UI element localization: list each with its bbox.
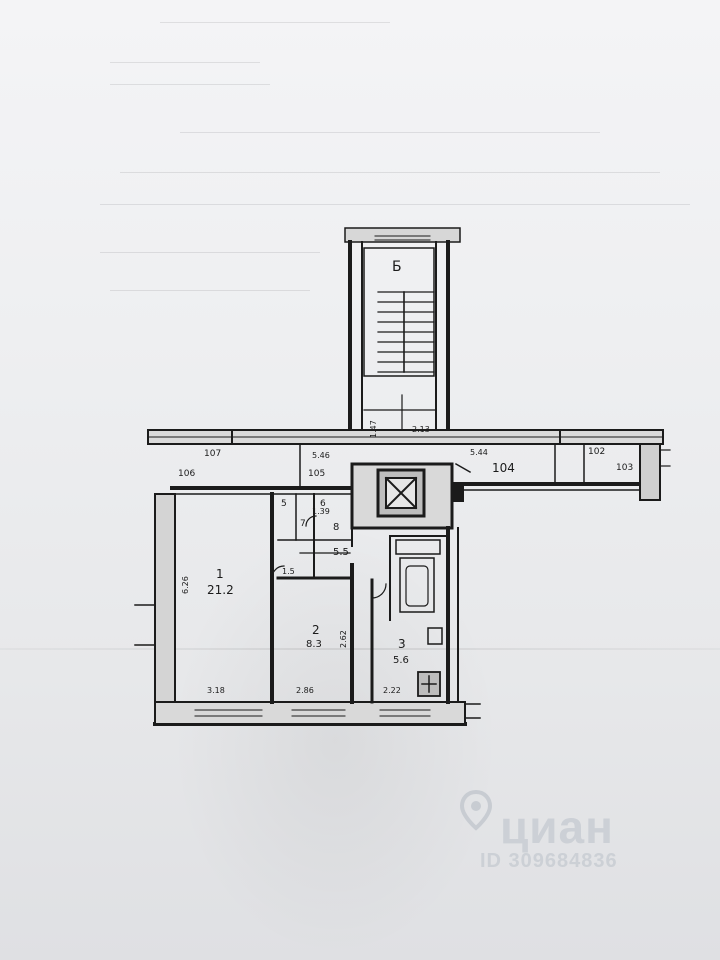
watermark-listing-id: ID 309684836 [480, 850, 618, 872]
room-3-number: 3 [398, 637, 406, 651]
space-8-label: 8 [333, 522, 340, 533]
space-106-label: 106 [178, 469, 196, 479]
bleed-through-line [120, 172, 660, 173]
dimension-label: 1.39 [312, 507, 330, 516]
dimension-label: 5.5 [333, 547, 349, 558]
apartment-walls [134, 493, 481, 726]
space-105-label: 105 [308, 469, 326, 479]
location-pin-icon [459, 789, 493, 831]
corridor-walls [147, 429, 671, 501]
space-5-label: 5 [281, 499, 287, 509]
bleed-through-line [100, 252, 320, 253]
dimension-label: 2.86 [296, 686, 314, 695]
dimension-label: 2.13 [412, 425, 430, 434]
bleed-through-line [160, 22, 390, 23]
elevator-core [350, 462, 464, 530]
space-7-label: 7 [300, 519, 306, 529]
dimension-label: 2.22 [383, 686, 401, 695]
space-107-label: 107 [204, 449, 222, 459]
door-swings [271, 515, 387, 599]
interior-partitions [270, 492, 449, 704]
dimension-label: 5.44 [470, 448, 488, 457]
stair-steps [363, 291, 437, 441]
dimension-label: 5.46 [312, 451, 330, 460]
space-102-label: 102 [588, 447, 606, 457]
space-104-label: 104 [492, 461, 515, 475]
kitchen-stove [417, 671, 441, 697]
dimension-label: 6.26 [181, 576, 190, 594]
dimension-label: 1.5 [282, 567, 295, 576]
stairwell-walls [344, 227, 461, 442]
room-1-area: 21.2 [207, 583, 234, 597]
bleed-through-line [100, 204, 690, 205]
bleed-through-line [110, 290, 310, 291]
bathroom-fixtures [395, 539, 443, 645]
bleed-through-line [180, 132, 600, 133]
paper-fold [0, 648, 720, 650]
dimension-label: 2.62 [339, 630, 348, 648]
space-6-label: 6 [320, 499, 326, 509]
bleed-through-line [110, 62, 260, 63]
space-103-label: 103 [616, 463, 634, 473]
watermark-brand: циан [500, 801, 614, 853]
room-2-number: 2 [312, 623, 320, 637]
dimension-label: 3.18 [207, 686, 225, 695]
paper-shadow [170, 520, 500, 960]
room-2-area: 8.3 [306, 639, 322, 650]
room-1-number: 1 [216, 567, 224, 581]
bleed-through-line [110, 84, 270, 85]
dimension-label: 1.47 [369, 420, 378, 438]
room-3-area: 5.6 [393, 655, 409, 666]
stairwell-label: Б [392, 259, 402, 275]
